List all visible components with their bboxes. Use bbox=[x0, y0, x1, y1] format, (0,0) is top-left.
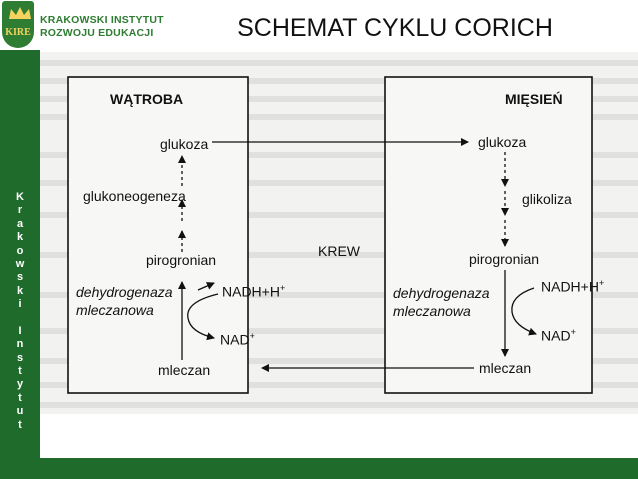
liver-nadh-curve bbox=[187, 293, 219, 341]
liver-box bbox=[67, 76, 249, 394]
sidebar-vertical-char: s bbox=[16, 271, 24, 284]
sidebar-vertical-char: t bbox=[18, 365, 22, 378]
liver-process-label: glukoneogeneza bbox=[83, 188, 186, 204]
sidebar-vertical-char: w bbox=[15, 257, 25, 270]
muscle-nad-label: NAD+ bbox=[541, 327, 576, 344]
sidebar-vertical-char: i bbox=[18, 298, 22, 311]
logo-text: KIRE bbox=[5, 27, 31, 38]
muscle-process-label: glikoliza bbox=[522, 191, 572, 207]
liver-heading: WĄTROBA bbox=[110, 91, 184, 107]
liver-glucose-label: glukoza bbox=[160, 136, 209, 152]
sidebar-vertical-char: k bbox=[16, 231, 24, 244]
muscle-lactate-label: mleczan bbox=[479, 360, 532, 376]
sidebar-vertical-char: t bbox=[18, 391, 22, 404]
sidebar-vertical-char: u bbox=[16, 405, 24, 418]
muscle-nadh-label: NADH+H+ bbox=[541, 278, 605, 295]
sidebar-vertical-char: r bbox=[17, 204, 23, 217]
muscle-pyruvate-label: pirogronian bbox=[469, 251, 540, 267]
sidebar-vertical-char: a bbox=[16, 217, 24, 230]
sidebar-vertical-char: k bbox=[16, 284, 24, 297]
sidebar-vertical-char: o bbox=[16, 244, 24, 257]
liver-lactate-label: mleczan bbox=[158, 362, 211, 378]
muscle-box bbox=[384, 76, 593, 394]
liver-nadh-label: NADH+H+ bbox=[222, 283, 286, 300]
sidebar-vertical-char: s bbox=[16, 351, 24, 364]
sidebar-vertical-char: y bbox=[16, 378, 24, 391]
sidebar-vertical-char: t bbox=[18, 418, 22, 431]
liver-enzyme-line2: mleczanowa bbox=[76, 302, 154, 318]
crown-icon bbox=[9, 7, 31, 19]
muscle-enzyme-line1: dehydrogenaza bbox=[393, 285, 490, 301]
muscle-glucose-label: glukoza bbox=[478, 134, 527, 150]
footer-bar bbox=[40, 458, 638, 479]
muscle-heading: MIĘSIEŃ bbox=[505, 91, 563, 107]
institute-logo bbox=[2, 1, 34, 48]
liver-enzyme-line1: dehydrogenaza bbox=[76, 284, 173, 300]
muscle-nadh-curve bbox=[511, 287, 537, 336]
page-title: SCHEMAT CYKLU CORICH bbox=[237, 14, 553, 42]
sidebar-vertical-char: n bbox=[16, 338, 24, 351]
liver-pyruvate-label: pirogronian bbox=[146, 252, 217, 268]
liver-nad-label: NAD+ bbox=[220, 331, 255, 348]
sidebar-vertical-char: I bbox=[18, 324, 22, 337]
sidebar-vertical-char: K bbox=[16, 191, 24, 203]
muscle-enzyme-line2: mleczanowa bbox=[393, 303, 471, 319]
institute-name-line1: KRAKOWSKI INSTYTUT bbox=[40, 14, 164, 26]
blood-label: KREW bbox=[318, 243, 360, 259]
sidebar bbox=[0, 50, 40, 479]
institute-name-line2: ROZWOJU EDUKACJI bbox=[40, 27, 154, 39]
